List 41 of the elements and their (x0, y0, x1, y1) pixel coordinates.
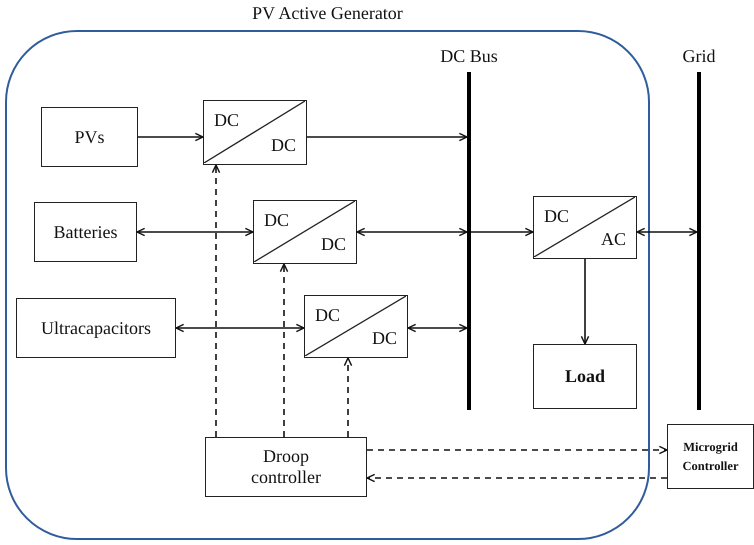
arrow (136, 228, 254, 236)
group-title: PV Active Generator (251, 3, 404, 24)
process-box (667, 424, 754, 489)
box-label: PVs (74, 126, 104, 148)
box-label: Ultracapacitors (41, 318, 151, 338)
converter-label: DC (320, 234, 346, 255)
process-box (205, 437, 367, 497)
converter-label: DC (544, 206, 570, 227)
dashed-arrow (212, 164, 220, 437)
box-label: Load (564, 366, 606, 387)
process-box (41, 107, 138, 167)
arrow (636, 228, 698, 236)
bus-label: Grid (682, 46, 716, 67)
converter-label: DC (315, 305, 340, 326)
converter-box (304, 295, 408, 358)
arrow (471, 228, 534, 236)
process-box (533, 344, 637, 409)
converter-label: DC (270, 135, 296, 156)
dashed-arrow (280, 263, 288, 437)
converter-box (533, 196, 637, 259)
dashed-arrow (366, 474, 667, 482)
arrow (138, 132, 204, 142)
box-label: Droop controller (250, 446, 322, 488)
bus-label: DC Bus (440, 46, 498, 67)
converter-label: DC (372, 328, 397, 349)
arrow (356, 228, 468, 236)
converter-label: DC (264, 210, 290, 231)
arrow (407, 324, 468, 332)
converter-label: AC (600, 229, 626, 250)
dashed-arrow (367, 446, 668, 454)
converter-box (253, 200, 357, 264)
arrow (580, 259, 590, 345)
arrow (307, 132, 468, 142)
process-box (16, 298, 176, 358)
converter-label: DC (214, 110, 240, 131)
converter-box (203, 100, 307, 165)
process-box (34, 202, 137, 262)
arrow (175, 324, 305, 332)
dashed-arrow (344, 357, 352, 437)
box-label: Batteries (54, 222, 118, 242)
box-label: Microgrid Controller (681, 438, 740, 474)
